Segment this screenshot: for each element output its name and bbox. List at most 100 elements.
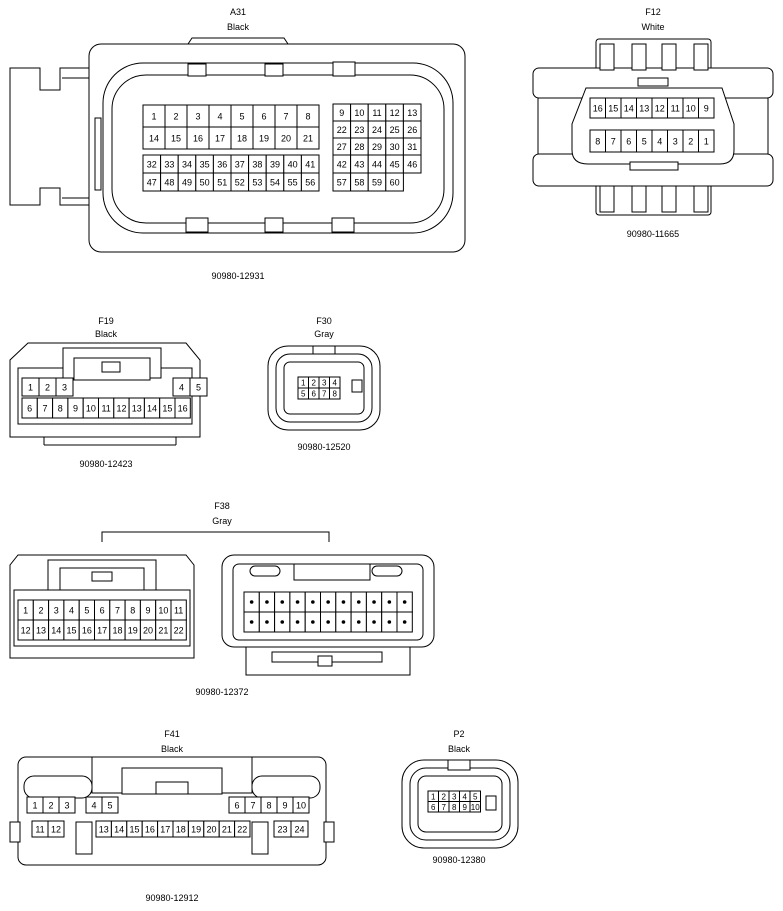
pin-label: 14 [149,134,159,144]
pin-label: 6 [100,606,105,616]
terminal-dot [311,600,315,604]
pin-label: 16 [193,134,203,144]
pin-label: 18 [237,134,247,144]
pin-label: 13 [132,404,142,414]
terminal-dot [311,620,315,624]
f30-name: F30 [316,316,332,326]
pin-label: 16 [82,626,92,636]
pin-label: 14 [624,104,634,114]
pin-label: 6 [27,404,32,414]
pin-label: 1 [431,792,436,801]
pin-label: 4 [657,137,662,147]
pin-label: 11 [101,404,110,414]
pin-label: 43 [354,160,364,170]
pin-label: 19 [191,825,201,835]
p2-side-key [485,795,497,811]
pin-label: 2 [442,792,447,801]
pin-label: 40 [288,160,298,170]
terminal-dot [280,600,285,604]
p2-name: P2 [453,729,464,739]
f38-lock-key [91,571,113,582]
pin-label: 44 [372,160,382,170]
pin-label: 42 [337,160,347,170]
pin-label: 15 [608,104,618,114]
terminal-dot [326,600,330,604]
pin-cell [189,377,208,397]
terminal-dot [372,600,376,604]
terminal-dot [265,620,269,624]
f19-part-number: 90980-12423 [79,459,132,469]
pin-label: 14 [114,825,124,835]
pin-label: 20 [206,825,216,835]
terminal-dot [341,620,346,624]
f30-lock-key [312,345,336,355]
terminal-dot [280,620,285,624]
a31-top-bracket [187,37,289,45]
pin-label: 10 [86,404,96,414]
pin-label: 4 [179,383,184,393]
pin-label: 12 [51,825,61,835]
pin-cell [300,172,320,192]
f41-color: Black [161,744,184,754]
pin-label: 46 [407,160,417,170]
terminal-dot [249,600,254,604]
a31-bottom-key [331,217,355,233]
pin-label: 18 [112,626,122,636]
pin-label: 38 [252,160,262,170]
pin-cell [402,154,422,174]
terminal-dot [356,620,361,624]
f41-corner-pad [251,775,321,799]
pin-label: 1 [23,606,28,616]
f38-top-tab [293,563,371,581]
pin-label: 3 [54,606,59,616]
pin-label: 17 [97,626,107,636]
pin-label: 9 [704,104,709,114]
pin-label: 13 [36,626,46,636]
pin-label: 5 [473,792,478,801]
pin-label: 30 [390,142,400,152]
pin-label: 6 [261,112,266,122]
pin-label: 3 [673,137,678,147]
terminal-dot [295,600,300,604]
pin-label: 17 [160,825,170,835]
pin-label: 9 [282,801,287,811]
pin-label: 10 [471,803,480,812]
pin-label: 8 [595,137,600,147]
pin-label: 9 [339,108,344,118]
pin-label: 41 [305,160,315,170]
pin-cell [698,97,715,119]
f12-latch [631,43,647,71]
pin-label: 18 [176,825,186,835]
f38-part-number: 90980-12372 [195,687,248,697]
terminal-dot [387,600,392,604]
pin-label: 3 [322,379,327,388]
f12-color: White [641,22,664,32]
f41-lower-key [251,821,269,855]
pin-label: 29 [372,142,382,152]
pin-cell [234,820,251,838]
pin-label: 1 [28,383,33,393]
pin-label: 7 [322,390,327,399]
pin-label: 21 [222,825,232,835]
terminal-dot [326,620,330,624]
f41-side-tab [9,821,21,843]
pin-label: 52 [235,178,245,188]
a31-color: Black [227,22,250,32]
f12-latch [631,185,647,213]
f12-latch [599,43,615,71]
pin-label: 12 [21,626,31,636]
a31-top-key [187,63,207,77]
f30-side-key [351,379,363,393]
pin-label: 60 [390,178,400,188]
pin-cell [58,796,76,814]
pin-label: 1 [704,137,709,147]
p2-lock-key [447,759,471,771]
pin-label: 2 [45,383,50,393]
pin-label: 11 [174,606,183,616]
a31-side-slot [94,117,102,191]
terminal-dot [295,620,300,624]
pin-label: 7 [611,137,616,147]
